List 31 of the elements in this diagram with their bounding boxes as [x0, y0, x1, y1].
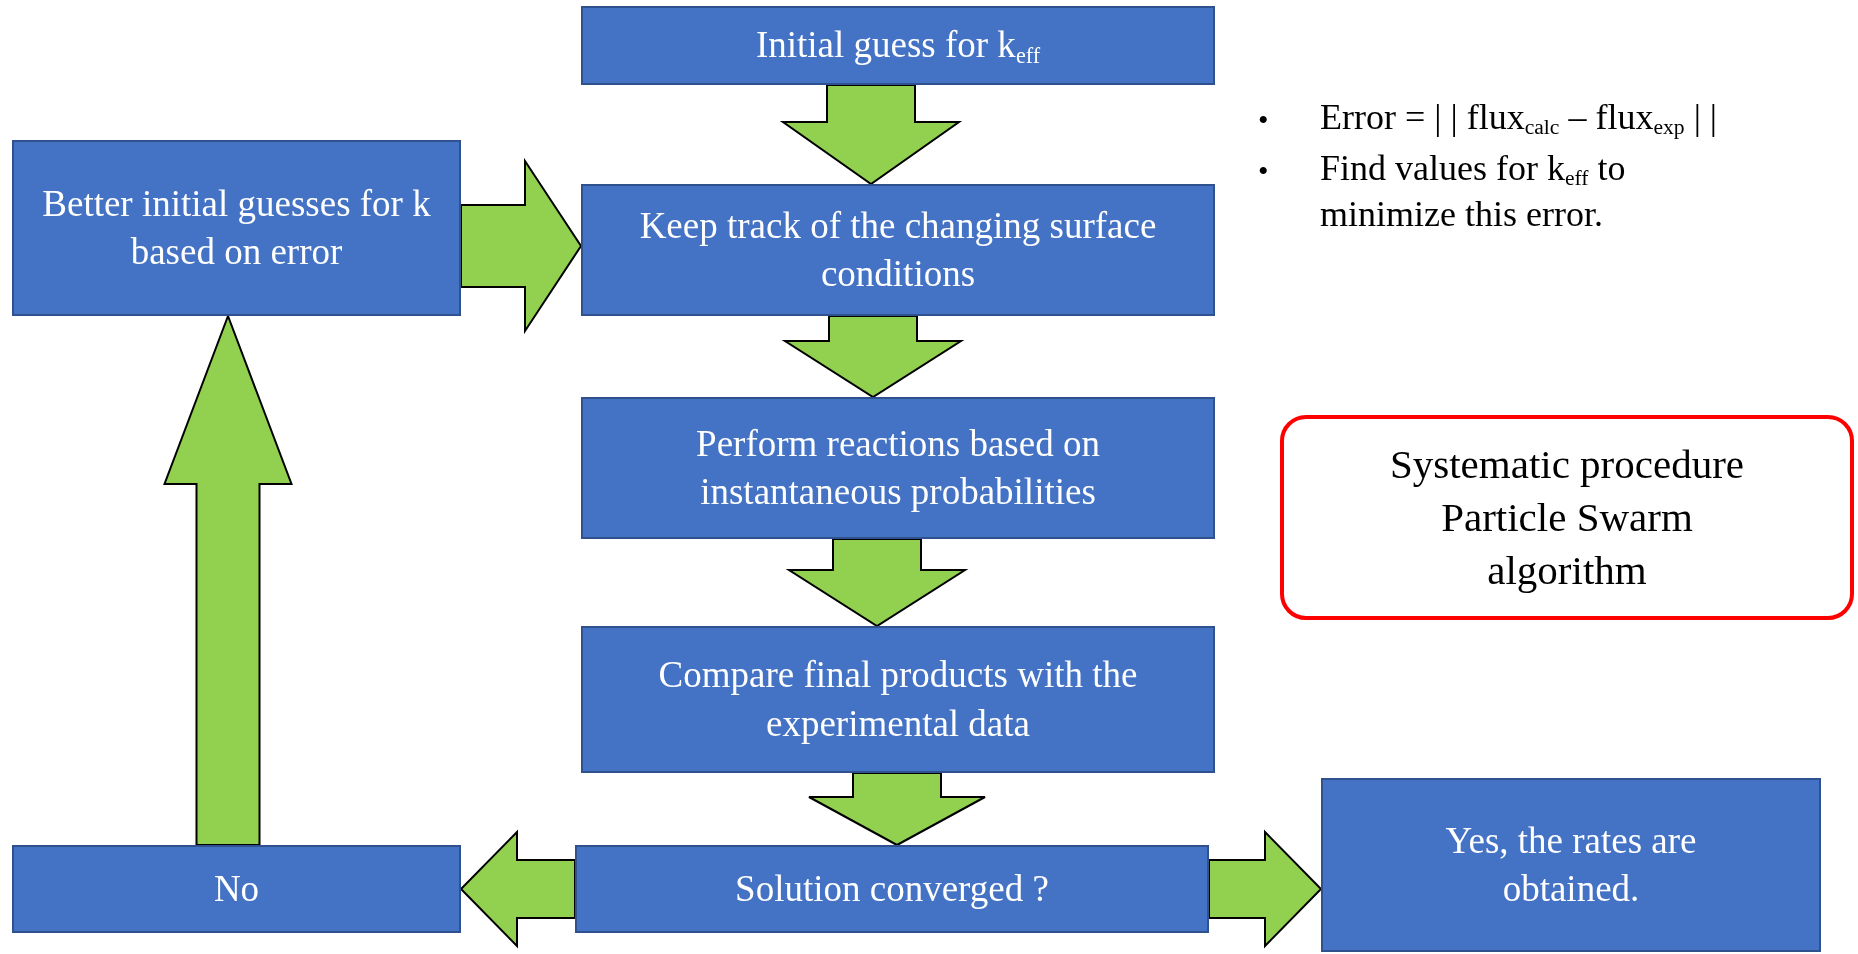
box-text: Systematic procedure: [1389, 439, 1745, 489]
bullet-text: Error = | | flux$_{calc}$ – flux$_{exp}$ | |: [1320, 96, 1718, 142]
process-box: [12, 845, 461, 933]
block-arrow: [459, 829, 576, 949]
box-text: Particle Swarm algorithm: [1440, 492, 1694, 596]
box-text: Compare final products with the experimental data: [657, 653, 1139, 746]
box-text: Perform reactions based on instantaneous probabilities: [695, 421, 1101, 514]
process-box: [1321, 778, 1821, 952]
process-box: [581, 626, 1215, 773]
process-box: [12, 140, 461, 316]
bullet-text: Find values for k$_{eff}$ to minimize this error.: [1320, 147, 1627, 236]
box-text: Solution converged ?: [735, 866, 1049, 911]
bullet-mark: •: [1258, 102, 1269, 138]
process-box: [575, 845, 1209, 933]
box-text: Initial guess for k$_{eff}$: [755, 22, 1041, 70]
process-box: [581, 184, 1215, 316]
block-arrow: [163, 313, 293, 846]
box-text: Yes, the rates are obtained.: [1444, 818, 1698, 911]
block-arrow: [781, 315, 965, 399]
box-text: No: [213, 866, 260, 911]
block-arrow: [808, 772, 986, 847]
box-text: Keep track of the changing surface conditions: [638, 203, 1158, 296]
block-arrow: [779, 84, 963, 186]
rounded-note-box: [1280, 415, 1854, 620]
bullet-mark: •: [1258, 153, 1269, 190]
block-arrow: [460, 157, 583, 335]
box-text: Better initial guesses for k based on error: [41, 181, 432, 274]
process-box: [581, 6, 1215, 85]
block-arrow: [1208, 829, 1323, 949]
process-box: [581, 397, 1215, 539]
block-arrow: [785, 538, 969, 628]
